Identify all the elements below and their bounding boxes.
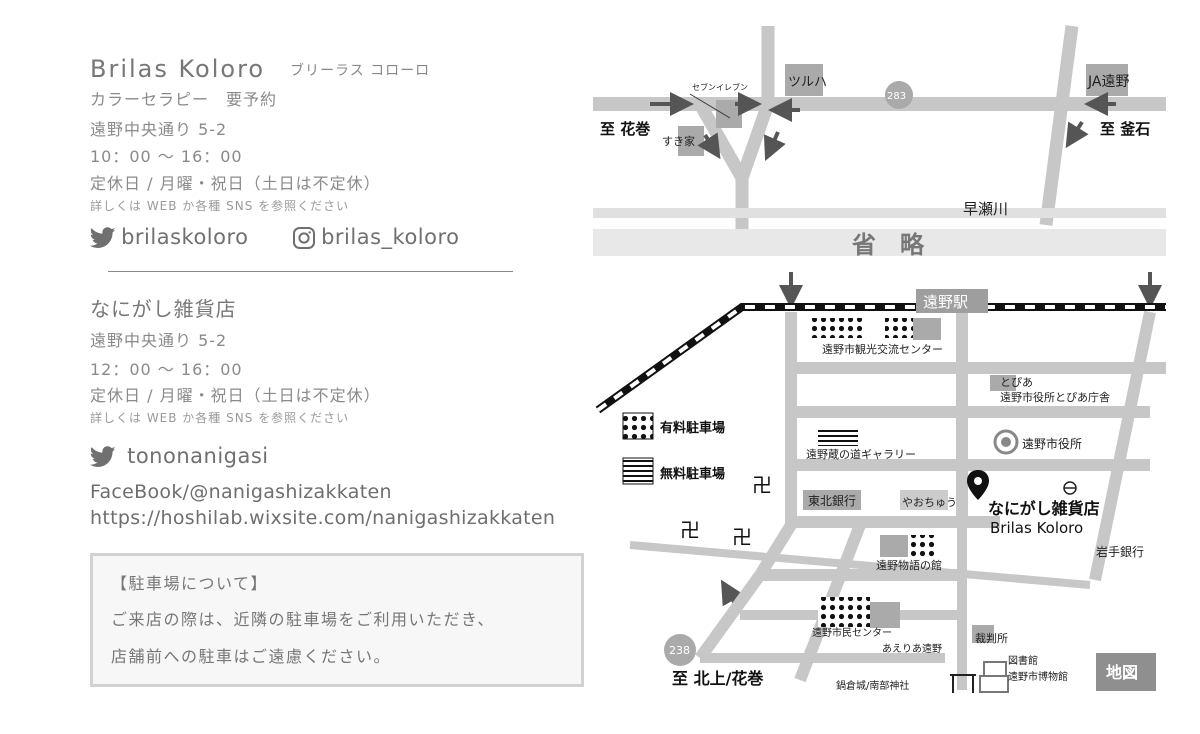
- label-city-hall: 遠野市役所: [1022, 436, 1082, 451]
- shop1-instagram[interactable]: brilas_koloro: [292, 225, 460, 254]
- label-shop-name-en: Brilas Koloro: [990, 519, 1083, 537]
- legend-paid-label: 有料駐車場: [660, 420, 725, 436]
- map-badge-box: [1096, 653, 1156, 691]
- label-omitted: 省 略: [851, 231, 925, 259]
- label-tohoku-bank: 東北銀行: [808, 494, 856, 508]
- lower-roads: [629, 310, 1166, 690]
- svg-text:卍: 卍: [752, 473, 772, 497]
- label-kura-gallery: 遠野蔵の道ギャラリー: [806, 447, 916, 461]
- hayase-river-band: [593, 208, 1166, 218]
- parking-notice-line1: ご来店の際は、近隣の駐車場をご利用いただき、: [111, 610, 495, 629]
- shop2-closed: 定休日 / 月曜・祝日（土日は不定休）: [90, 386, 381, 405]
- label-library: 図書館: [1008, 654, 1038, 667]
- label-tono-station: 遠野駅: [923, 293, 968, 311]
- label-to-kitakami: 至 北上/花巻: [672, 669, 764, 688]
- label-map-badge: 地図: [1106, 663, 1138, 682]
- shop1-twitter[interactable]: brilaskoloro: [89, 225, 249, 253]
- tono-station-box: [916, 289, 988, 313]
- label-route-283: 283: [887, 91, 906, 102]
- parking-notice: 【駐車場について】 ご来店の際は、近隣の駐車場をご利用いただき、 店舗前への駐車…: [90, 553, 584, 687]
- shop-location-pin-icon: [967, 470, 989, 500]
- label-sukiya: すき家: [662, 134, 695, 148]
- city-hall-icon: [993, 429, 1019, 455]
- parking-notice-line2: 店舗前への駐車はご遠慮ください。: [111, 647, 392, 666]
- label-yaochuu: やおちゅう: [902, 496, 957, 509]
- parking-notice-title: 【駐車場について】: [111, 574, 269, 593]
- shop1-kana: ブリーラス コローロ: [290, 63, 431, 79]
- shop2-twitter[interactable]: tononanigasi: [89, 444, 269, 472]
- shop2-hours: 12：00 ～ 16：00: [90, 360, 243, 379]
- shrine-icon: [950, 674, 976, 693]
- railway-line: [595, 303, 1166, 414]
- twitter-icon: [89, 445, 116, 472]
- label-aeria: あえりあ遠野: [882, 642, 942, 655]
- label-tourism-center: 遠野市観光交流センター: [822, 342, 943, 356]
- label-monogatari: 遠野物語の館: [876, 558, 942, 572]
- label-to-kamaishi: 至 釜石: [1100, 120, 1150, 138]
- label-shop-name: なにがし雑貨店: [988, 499, 1100, 518]
- shop2-name: なにがし雑貨店: [90, 297, 237, 321]
- legend-paid-swatch: [622, 412, 654, 440]
- website-link[interactable]: https://hoshilab.wixsite.com/nanigashiza…: [90, 507, 556, 529]
- omitted-band: [593, 229, 1166, 256]
- label-route-238: 238: [669, 644, 690, 657]
- shop1-hours: 10：00 ～ 16：00: [90, 147, 243, 166]
- label-tsuruha: ツルハ: [788, 75, 827, 90]
- shop2-address: 遠野中央通り 5-2: [90, 331, 228, 350]
- route-283-sign: [885, 81, 913, 109]
- divider: [108, 271, 513, 272]
- shop1-closed: 定休日 / 月曜・祝日（土日は不定休）: [90, 174, 381, 193]
- shop1-service: カラーセラピー 要予約: [90, 90, 278, 109]
- shop1-note: 詳しくは WEB か各種 SNS を参照ください: [90, 199, 350, 213]
- shop1-address: 遠野中央通り 5-2: [90, 120, 228, 139]
- label-seven-eleven: セブンイレブン: [692, 82, 748, 92]
- instagram-icon: [292, 226, 316, 254]
- twitter-handle: tononanigasi: [127, 444, 269, 468]
- temple-icon: 卍 卍 卍: [680, 473, 772, 549]
- label-ja-tono: JA遠野: [1087, 74, 1129, 90]
- lower-buildings: [803, 318, 1016, 643]
- library-icon: [979, 661, 1009, 693]
- facebook-link[interactable]: FaceBook/@nanigashizakkaten: [90, 481, 392, 503]
- leader-line: [689, 93, 731, 119]
- label-court: 裁判所: [975, 632, 1008, 645]
- label-iwate-bank: 岩手銀行: [1096, 544, 1144, 559]
- label-city-hall-tobia: 遠野市役所とぴあ庁舎: [1000, 390, 1110, 404]
- label-tobia: とぴあ: [1000, 376, 1033, 389]
- twitter-handle: brilaskoloro: [121, 225, 249, 249]
- legend-free-swatch: [622, 457, 654, 485]
- bank-icon: [1063, 481, 1077, 495]
- route-238-sign: [664, 634, 696, 666]
- label-shimin-center: 遠野市民センター: [812, 626, 892, 639]
- svg-text:卍: 卍: [680, 518, 700, 542]
- label-to-hanamaki: 至 花巻: [600, 120, 650, 138]
- shop1-name: Brilas Koloro: [90, 55, 266, 83]
- legend-free-label: 無料駐車場: [660, 466, 725, 482]
- twitter-icon: [89, 226, 116, 253]
- instagram-handle: brilas_koloro: [321, 225, 460, 249]
- label-shrine: 鍋倉城/南部神社: [836, 679, 909, 692]
- svg-text:卍: 卍: [732, 525, 752, 549]
- shop2-note: 詳しくは WEB か各種 SNS を参照ください: [90, 411, 350, 425]
- label-hayase-river: 早瀬川: [963, 200, 1008, 218]
- label-museum: 遠野市博物館: [1008, 670, 1068, 683]
